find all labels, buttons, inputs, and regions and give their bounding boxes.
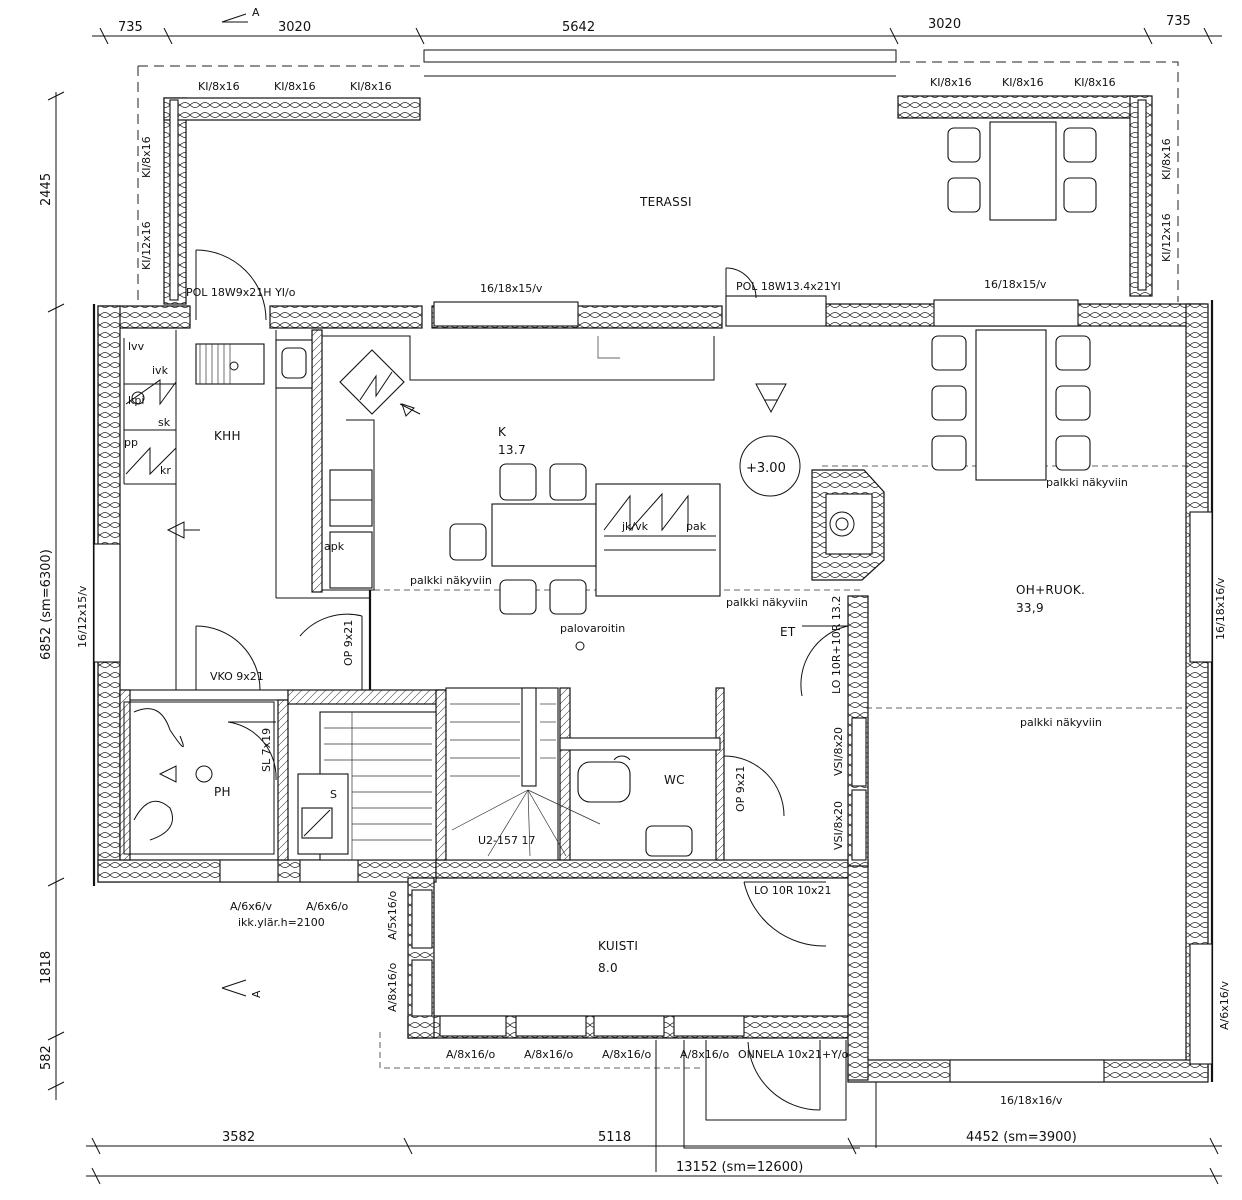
window-markers bbox=[93, 295, 1213, 1083]
door-op-2: OP 9x21 bbox=[734, 766, 747, 812]
dimension-lines bbox=[47, 27, 1222, 1185]
dim-top-1: 735 bbox=[118, 20, 143, 35]
section-label-top: A bbox=[252, 6, 260, 19]
door-pol-left: POL 18W9x21H YI/o bbox=[186, 286, 296, 299]
fireplace bbox=[811, 469, 885, 581]
door-pol-mid: POL 18W13.4x21YI bbox=[736, 280, 841, 293]
beam-label-hall: palkki näkyviin bbox=[726, 596, 808, 609]
window-ikk-note: ikk.ylär.h=2100 bbox=[238, 916, 325, 929]
window-a8-4: A/8x16/o bbox=[680, 1048, 729, 1061]
dim-top-5: 735 bbox=[1166, 14, 1191, 29]
section-mark-top bbox=[221, 13, 248, 23]
bathroom bbox=[123, 701, 275, 855]
wc bbox=[577, 755, 693, 857]
window-a8-2: A/8x16/o bbox=[524, 1048, 573, 1061]
kitchen bbox=[322, 335, 801, 615]
room-oh-ruok: OH+RUOK. bbox=[1016, 583, 1085, 597]
dim-bottom-2: 5118 bbox=[598, 1130, 631, 1145]
window-16-18-2: 16/18x15/v bbox=[984, 278, 1047, 291]
window-ki-top-1: KI/8x16 bbox=[198, 80, 240, 93]
porch bbox=[379, 1020, 877, 1172]
window-bottom-right: 16/18x16/v bbox=[1000, 1094, 1063, 1107]
window-a8-3: A/8x16/o bbox=[602, 1048, 651, 1061]
window-vsi-1: VSI/8x20 bbox=[832, 727, 845, 776]
living-dining bbox=[931, 329, 1091, 481]
label-pak: pak bbox=[686, 520, 707, 533]
label-lvv: lvv bbox=[128, 340, 145, 353]
window-ki-top-5: KI/8x16 bbox=[1002, 76, 1044, 89]
window-a6-1: A/6x6/v bbox=[230, 900, 272, 913]
dim-left-3: 1818 bbox=[39, 951, 54, 984]
terrace bbox=[137, 49, 1179, 305]
window-a6-2: A/6x6/o bbox=[306, 900, 348, 913]
window-left-wall: 16/12x15/v bbox=[76, 585, 89, 648]
dim-bottom-total: 13152 (sm=12600) bbox=[676, 1160, 803, 1175]
room-k: K bbox=[498, 425, 507, 439]
door-lo-1: LO 10R+10R 13.2 bbox=[830, 596, 843, 694]
room-et: ET bbox=[780, 625, 796, 639]
room-kuisti: KUISTI bbox=[598, 939, 638, 953]
beam-label-living-mid: palkki näkyviin bbox=[1020, 716, 1102, 729]
label-pp: pp bbox=[124, 436, 138, 449]
label-palovaroitin: palovaroitin bbox=[560, 622, 625, 635]
door-lo-2: LO 10R 10x21 bbox=[754, 884, 832, 897]
dim-left-1: 2445 bbox=[39, 173, 54, 206]
label-ivk: ivk bbox=[152, 364, 169, 377]
door-vko: VKO 9x21 bbox=[210, 670, 264, 683]
dim-top-3: 5642 bbox=[562, 20, 595, 35]
beam-label-living-top: palkki näkyviin bbox=[1046, 476, 1128, 489]
label-apk: apk bbox=[324, 540, 345, 553]
window-ki-top-4: KI/8x16 bbox=[930, 76, 972, 89]
window-ki-left-1: KI/8x16 bbox=[140, 136, 153, 178]
dim-left-4: 582 bbox=[39, 1045, 54, 1070]
window-right-wall: 16/18x16/v bbox=[1214, 577, 1227, 640]
label-kpi: kpi bbox=[128, 394, 144, 407]
dim-left-2: 6852 (sm=6300) bbox=[39, 549, 54, 660]
section-label-bottom: A bbox=[250, 990, 263, 998]
arrow-icon bbox=[166, 521, 200, 539]
label-kr: kr bbox=[160, 464, 171, 477]
room-wc: WC bbox=[664, 773, 685, 787]
beam-label-kitchen: palkki näkyviin bbox=[410, 574, 492, 587]
window-ki-right-1: KI/8x16 bbox=[1160, 138, 1173, 180]
label-jk-vk: jk/vk bbox=[621, 520, 649, 533]
window-ki-top-6: KI/8x16 bbox=[1074, 76, 1116, 89]
window-a8-left: A/8x16/o bbox=[386, 963, 399, 1012]
dim-top-2: 3020 bbox=[278, 20, 311, 35]
smoke-detector-icon bbox=[575, 641, 585, 651]
label-s: S bbox=[330, 788, 337, 801]
door-sl: SL 7x19 bbox=[260, 728, 273, 772]
window-a5: A/5x16/o bbox=[386, 891, 399, 940]
label-stair: U2-157 17 bbox=[478, 834, 536, 847]
level-marker: +3.00 bbox=[746, 461, 786, 476]
section-mark-bottom bbox=[221, 979, 247, 997]
utility-room bbox=[123, 338, 313, 485]
room-kuisti-area: 8.0 bbox=[598, 961, 618, 975]
room-k-area: 13.7 bbox=[498, 443, 526, 457]
stairs bbox=[445, 687, 601, 861]
interior-walls bbox=[119, 329, 725, 861]
window-a8-1: A/8x16/o bbox=[446, 1048, 495, 1061]
door-ulko: ONNELA 10x21+Y/o bbox=[738, 1048, 849, 1061]
window-ki-left-2: KI/12x16 bbox=[140, 221, 153, 270]
room-oh-ruok-area: 33,9 bbox=[1016, 601, 1044, 615]
room-ph: PH bbox=[214, 785, 231, 799]
door-swings bbox=[195, 249, 849, 1111]
dim-top-4: 3020 bbox=[928, 17, 961, 32]
window-ki-right-2: KI/12x16 bbox=[1160, 213, 1173, 262]
door-op-1: OP 9x21 bbox=[342, 620, 355, 666]
window-vsi-2: VSI/8x20 bbox=[832, 801, 845, 850]
window-ki-top-2: KI/8x16 bbox=[274, 80, 316, 93]
room-khh: KHH bbox=[214, 429, 241, 443]
sauna bbox=[297, 711, 437, 861]
dim-bottom-3: 4452 (sm=3900) bbox=[966, 1130, 1077, 1145]
window-16-18-1: 16/18x15/v bbox=[480, 282, 543, 295]
window-ki-top-3: KI/8x16 bbox=[350, 80, 392, 93]
window-right-low: A/6x16/v bbox=[1218, 981, 1231, 1030]
room-terassi: TERASSI bbox=[639, 195, 692, 209]
dim-bottom-1: 3582 bbox=[222, 1130, 255, 1145]
label-sk: sk bbox=[158, 416, 171, 429]
